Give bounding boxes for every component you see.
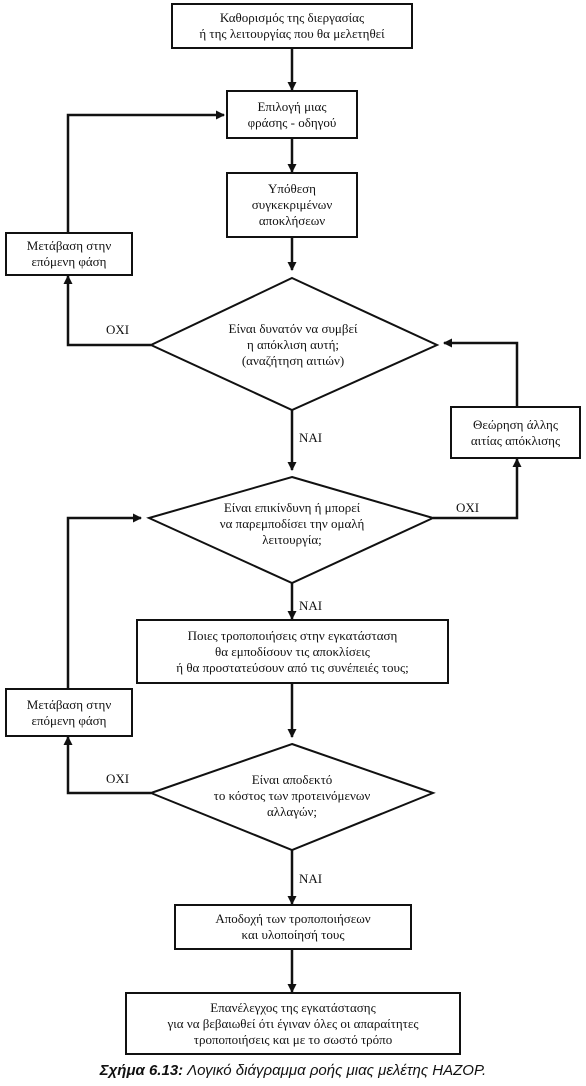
label-no-2: ΟΧΙ	[456, 500, 480, 515]
decision-text-possible: Είναι δυνατόν να συμβεί η απόκλιση αυτή;…	[228, 321, 358, 368]
arrow-othercause-to-decision1	[443, 338, 519, 406]
arrow-decision3-no	[63, 736, 151, 795]
figure-caption-text: Λογικό διάγραμμα ροής μιας μελέτης HAZOP…	[187, 1062, 487, 1079]
arrow-decision2-no	[433, 458, 522, 520]
box-next-phase-2: Μετάβαση στην επόμενη φάση	[5, 688, 133, 737]
box-other-cause: Θεώρηση άλλης αιτίας απόκλισης	[450, 406, 581, 459]
label-yes-2: ΝΑΙ	[299, 598, 323, 613]
label-no-1: ΟΧΙ	[106, 322, 130, 337]
box-define-process: Καθορισμός της διεργασίας ή της λειτουργ…	[171, 3, 413, 49]
box-modifications: Ποιες τροποποιήσεις στην εγκατάσταση θα …	[136, 619, 449, 684]
decision-diamond-dangerous	[146, 475, 436, 585]
label-no-3: ΟΧΙ	[106, 771, 130, 786]
label-yes-3: ΝΑΙ	[299, 871, 323, 886]
decision-diamond-cost	[148, 742, 436, 852]
arrow-decision1-no	[63, 275, 151, 347]
decision-text-cost: Είναι αποδεκτό το κόστος των προτεινόμεν…	[213, 772, 371, 819]
box-next-phase-1: Μετάβαση στην επόμενη φάση	[5, 232, 133, 276]
decision-diamond-possible	[148, 276, 440, 412]
arrow-nextphase1-to-select	[66, 110, 225, 232]
label-yes-1: ΝΑΙ	[299, 430, 323, 445]
box-accept-modifications: Αποδοχή των τροποποιήσεων και υλοποίησή …	[174, 904, 412, 950]
decision-text-dangerous: Είναι επικίνδυνη ή μπορεί να παρεμποδίσε…	[219, 500, 365, 547]
box-assume-deviations: Υπόθεση συγκεκριμένων αποκλήσεων	[226, 172, 358, 238]
figure-caption: Σχήμα 6.13: Λογικό διάγραμμα ροής μιας μ…	[0, 1062, 586, 1079]
box-recheck-installation: Επανέλεγχος της εγκατάστασης για να βεβα…	[125, 992, 461, 1055]
arrow-nextphase2-to-decision2	[66, 513, 142, 688]
box-select-guide-phrase: Επιλογή μιας φράσης - οδηγού	[226, 90, 358, 139]
figure-number: Σχήμα 6.13:	[99, 1062, 184, 1079]
